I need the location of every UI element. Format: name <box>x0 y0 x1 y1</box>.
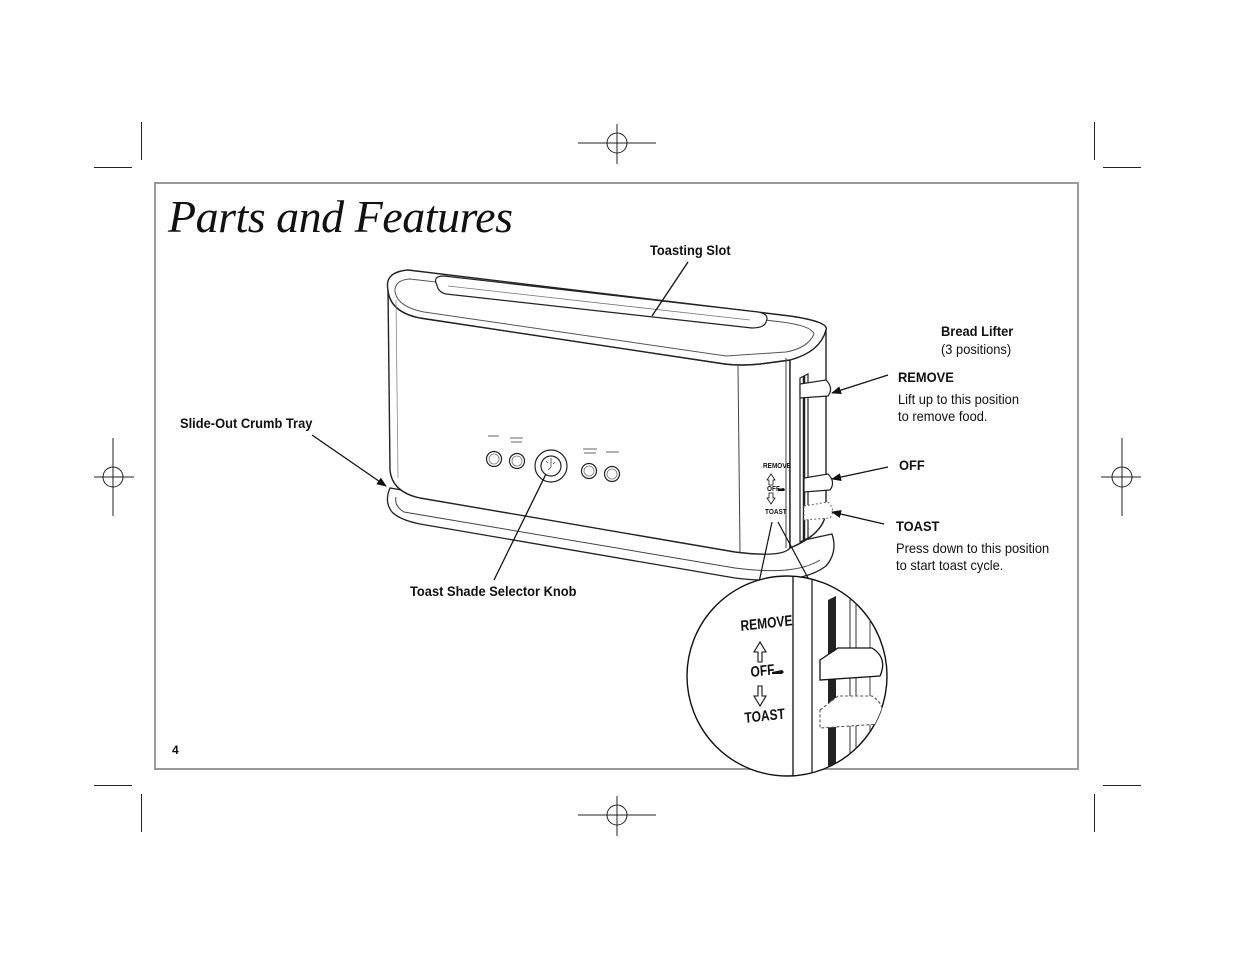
label-bread-lifter: Bread Lifter <box>941 323 1014 339</box>
crop-mark <box>1094 122 1095 160</box>
label-remove: REMOVE <box>898 369 954 385</box>
crop-mark <box>94 785 132 786</box>
registration-mark-bottom <box>578 796 656 836</box>
registration-mark-right <box>1101 438 1141 516</box>
crop-mark <box>141 122 142 160</box>
page-number: 4 <box>172 743 179 757</box>
label-toast-desc-2: to start toast cycle. <box>896 557 1004 573</box>
page-title: Parts and Features <box>168 191 513 242</box>
label-toast: TOAST <box>896 518 940 534</box>
panel-marking-off: OFF <box>767 486 780 493</box>
registration-mark-left <box>94 438 134 516</box>
crop-mark <box>1103 785 1141 786</box>
label-shade-knob: Toast Shade Selector Knob <box>410 583 577 599</box>
crop-mark <box>141 794 142 832</box>
registration-mark-top <box>578 124 656 164</box>
label-remove-desc-2: to remove food. <box>898 408 988 424</box>
panel-marking-toast: TOAST <box>765 509 787 516</box>
label-toasting-slot: Toasting Slot <box>650 242 731 258</box>
crop-mark <box>1103 167 1141 168</box>
label-crumb-tray: Slide-Out Crumb Tray <box>180 415 313 431</box>
crop-mark <box>94 167 132 168</box>
label-bread-lifter-positions: (3 positions) <box>941 341 1012 357</box>
panel-marking-remove: REMOVE <box>763 463 791 470</box>
label-toast-desc-1: Press down to this position <box>896 540 1050 556</box>
label-off: OFF <box>899 457 925 473</box>
crop-mark <box>1094 794 1095 832</box>
zoom-marking-off: OFF <box>750 661 776 681</box>
label-remove-desc-1: Lift up to this position <box>898 391 1020 407</box>
